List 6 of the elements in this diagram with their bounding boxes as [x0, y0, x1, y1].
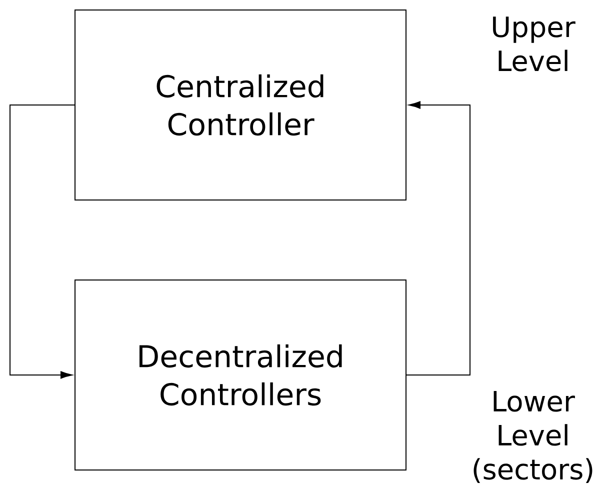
controller-box: Decentralized Controllers [74, 280, 406, 470]
controller-box: Centralized Controller [74, 10, 406, 200]
level-label: Upper Level [493, 16, 576, 72]
level-label: Lower Level (sectors) [474, 390, 592, 484]
arrow [10, 104, 75, 379]
arrow [406, 101, 470, 376]
